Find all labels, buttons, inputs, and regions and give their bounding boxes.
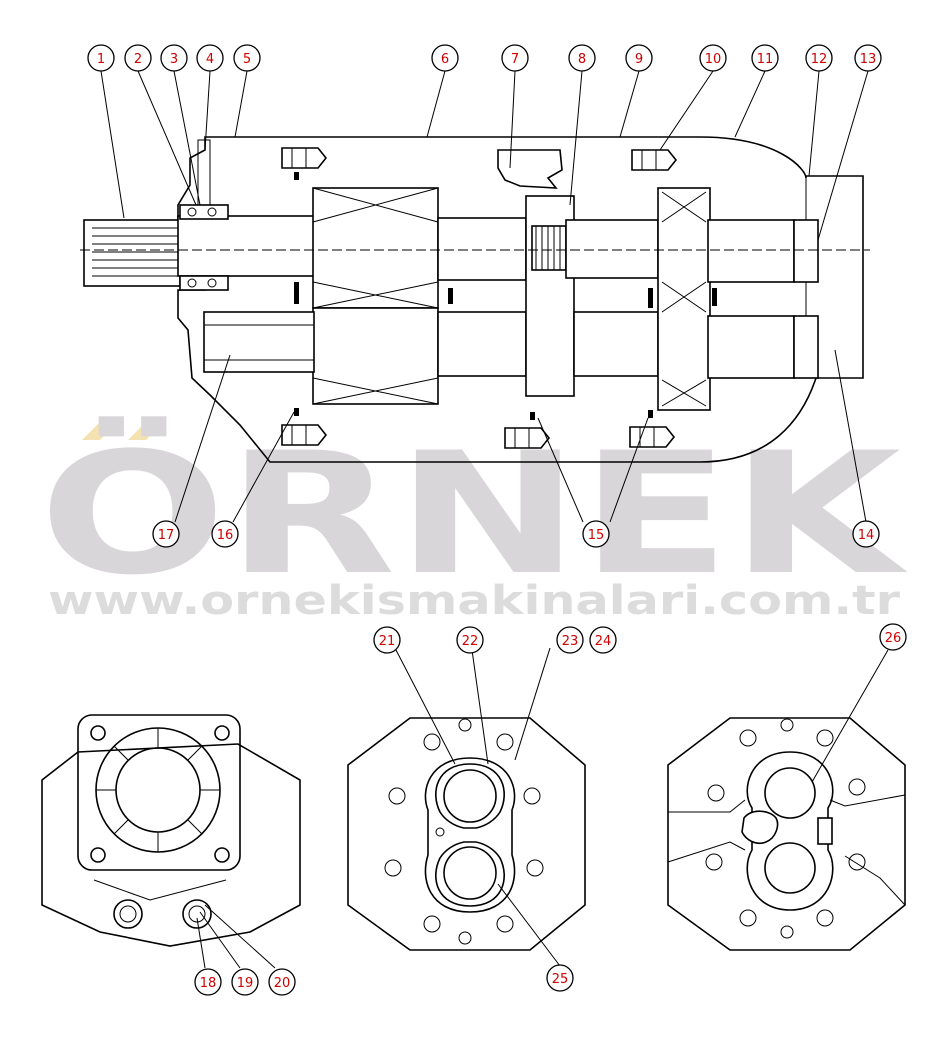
svg-text:13: 13 <box>860 52 877 67</box>
callout-1: 1 <box>87 44 115 72</box>
body-section-view <box>347 717 586 951</box>
shaft-seal <box>179 204 229 291</box>
front-view-flange <box>77 714 241 871</box>
callout-8: 8 <box>568 44 596 72</box>
callout-13: 13 <box>854 44 882 72</box>
leader-lines <box>100 70 889 969</box>
watermark-accent-left <box>82 420 120 440</box>
gear-cavity-outline <box>424 757 516 913</box>
relief-valve <box>741 810 779 845</box>
callout-14: 14 <box>852 520 880 548</box>
svg-text:19: 19 <box>237 976 254 991</box>
svg-text:9: 9 <box>635 52 643 67</box>
callout-24: 24 <box>589 626 617 654</box>
watermark-brand: ÖRNEK <box>39 416 909 612</box>
callout-15: 15 <box>582 520 610 548</box>
pump-cross-section <box>80 136 870 463</box>
cover-cavity <box>746 751 834 911</box>
seal-plate <box>435 763 505 829</box>
inlet-port-section <box>497 149 563 189</box>
coupling <box>525 195 659 397</box>
tie-bolts <box>281 147 678 449</box>
svg-text:23: 23 <box>562 634 579 649</box>
callout-26: 26 <box>879 623 907 651</box>
body-section-outline <box>347 717 586 951</box>
callout-6: 6 <box>431 44 459 72</box>
callout-9: 9 <box>625 44 653 72</box>
svg-text:10: 10 <box>705 52 722 67</box>
front-view <box>41 714 301 947</box>
callout-21: 21 <box>373 626 401 654</box>
svg-text:24: 24 <box>595 634 612 649</box>
flange-ribs <box>96 728 220 852</box>
svg-text:5: 5 <box>243 52 251 67</box>
svg-text:7: 7 <box>511 52 519 67</box>
gear-bore-lower <box>443 846 497 900</box>
svg-text:11: 11 <box>757 52 774 67</box>
front-view-body <box>41 743 301 947</box>
svg-text:2: 2 <box>134 52 142 67</box>
callout-2: 2 <box>124 44 152 72</box>
gear-bore-upper <box>443 769 497 823</box>
callout-25: 25 <box>546 964 574 992</box>
o-rings <box>294 172 717 420</box>
callout-11: 11 <box>751 44 779 72</box>
svg-text:25: 25 <box>552 972 569 987</box>
rear-bearing-block <box>657 187 819 411</box>
svg-text:20: 20 <box>274 976 291 991</box>
svg-text:15: 15 <box>588 528 605 543</box>
callout-12: 12 <box>805 44 833 72</box>
pump-housing-outline <box>177 136 864 463</box>
callout-7: 7 <box>501 44 529 72</box>
svg-text:17: 17 <box>158 528 175 543</box>
svg-text:21: 21 <box>379 634 396 649</box>
callout-4: 4 <box>196 44 224 72</box>
end-cover-view <box>667 717 906 951</box>
callout-20: 20 <box>268 968 296 996</box>
svg-text:4: 4 <box>206 52 214 67</box>
callout-18: 18 <box>194 968 222 996</box>
svg-text:14: 14 <box>858 528 875 543</box>
watermark: ÖRNEK www.ornekismakinalari.com.tr <box>39 416 909 624</box>
watermark-accent-right <box>128 420 166 440</box>
driven-gear-shaft <box>203 311 315 373</box>
flange-bolt-holes <box>90 725 230 863</box>
callout-3: 3 <box>160 44 188 72</box>
callout-19: 19 <box>231 968 259 996</box>
svg-text:1: 1 <box>97 52 105 67</box>
watermark-url: www.ornekismakinalari.com.tr <box>48 578 900 624</box>
drive-shaft <box>83 215 319 287</box>
callouts: 1 2 3 4 5 6 7 8 9 10 11 12 13 14 15 16 1… <box>87 44 907 996</box>
callout-17: 17 <box>152 520 180 548</box>
body-bolt-holes <box>384 718 544 945</box>
svg-text:18: 18 <box>200 976 217 991</box>
svg-text:26: 26 <box>885 631 902 646</box>
svg-text:8: 8 <box>578 52 586 67</box>
front-bearing-block <box>312 187 527 405</box>
callout-16: 16 <box>211 520 239 548</box>
port-bosses <box>93 879 227 929</box>
cover-bolt-holes <box>705 718 866 939</box>
svg-text:12: 12 <box>811 52 828 67</box>
svg-text:22: 22 <box>462 634 479 649</box>
callout-23: 23 <box>556 626 584 654</box>
callout-5: 5 <box>233 44 261 72</box>
callout-22: 22 <box>456 626 484 654</box>
svg-text:3: 3 <box>170 52 178 67</box>
callout-10: 10 <box>699 44 727 72</box>
svg-text:16: 16 <box>217 528 234 543</box>
svg-text:6: 6 <box>441 52 449 67</box>
